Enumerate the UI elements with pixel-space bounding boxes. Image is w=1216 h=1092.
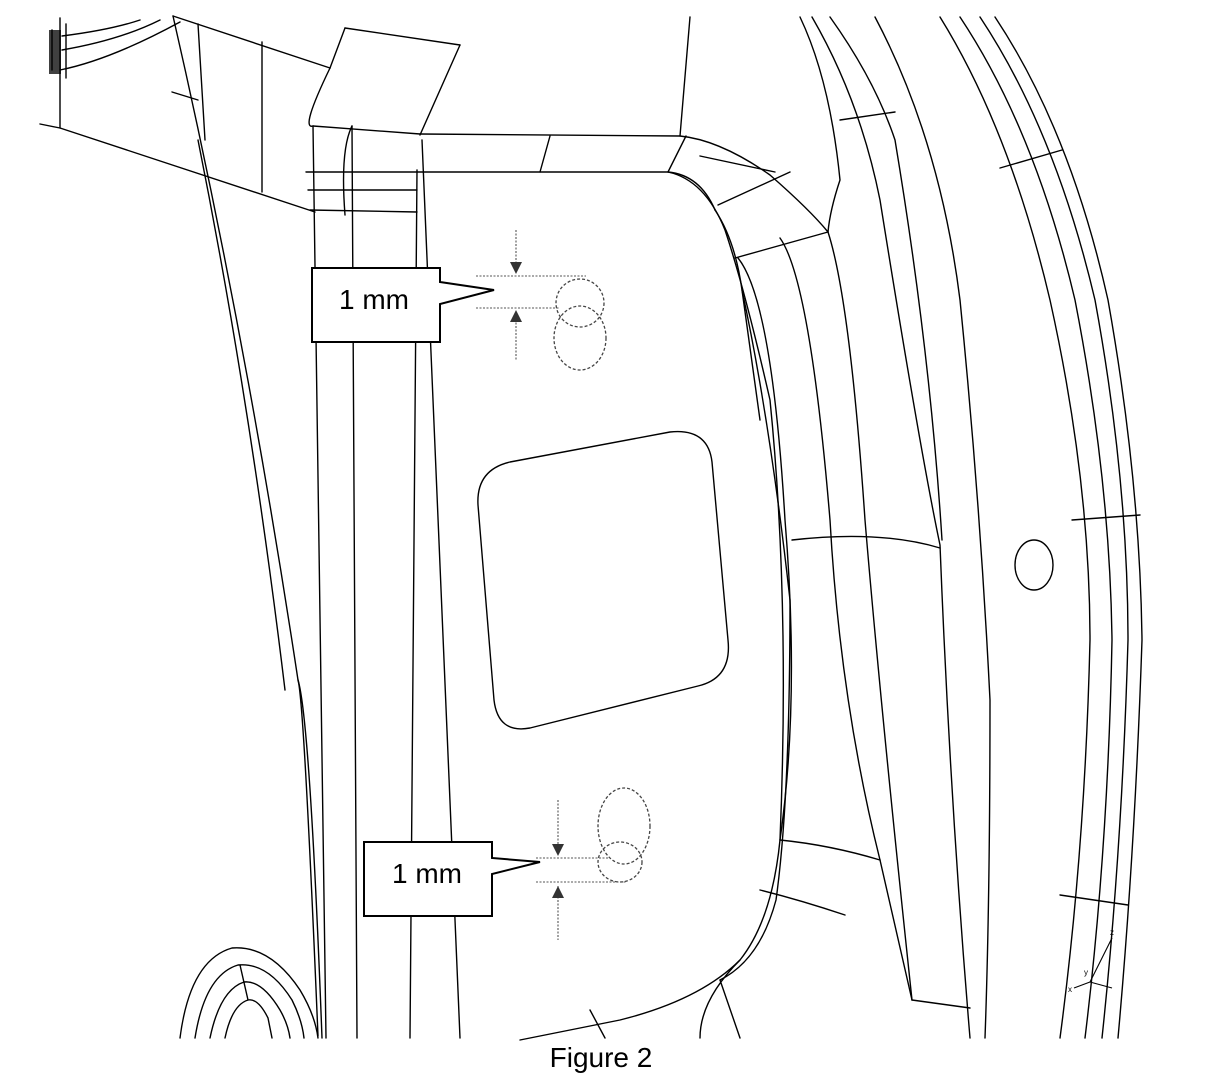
callout-lower: 1 mm (363, 841, 541, 917)
bottom-boss (179, 947, 319, 1039)
triad-x-label: x (1068, 985, 1072, 994)
callout-upper: 1 mm (311, 267, 495, 343)
small-hole (1014, 539, 1054, 591)
lower-hole-shifted (597, 841, 643, 883)
outer-edge (874, 16, 1143, 1039)
flange-edge-shading (49, 30, 61, 74)
upper-hole-nominal (555, 278, 605, 328)
triad-y-label: y (1084, 968, 1088, 977)
lower-dimension (536, 800, 626, 940)
center-panel (519, 171, 791, 1041)
upper-hole-shifted (553, 305, 607, 371)
upper-dimension (476, 230, 586, 360)
figure-caption: Figure 2 (550, 1042, 653, 1073)
triad-z-label: z (1110, 928, 1114, 937)
top-left-flange (39, 15, 331, 213)
lower-hole-nominal (597, 787, 651, 865)
top-flange (416, 16, 829, 259)
axis-triad: z y x (1068, 928, 1114, 994)
lower-hole-pair (597, 787, 651, 883)
upper-hole-pair (553, 278, 607, 371)
square-cutout (477, 430, 730, 730)
callout-lower-label: 1 mm (392, 858, 462, 889)
right-flanges (589, 16, 971, 1039)
callout-upper-label: 1 mm (339, 284, 409, 315)
